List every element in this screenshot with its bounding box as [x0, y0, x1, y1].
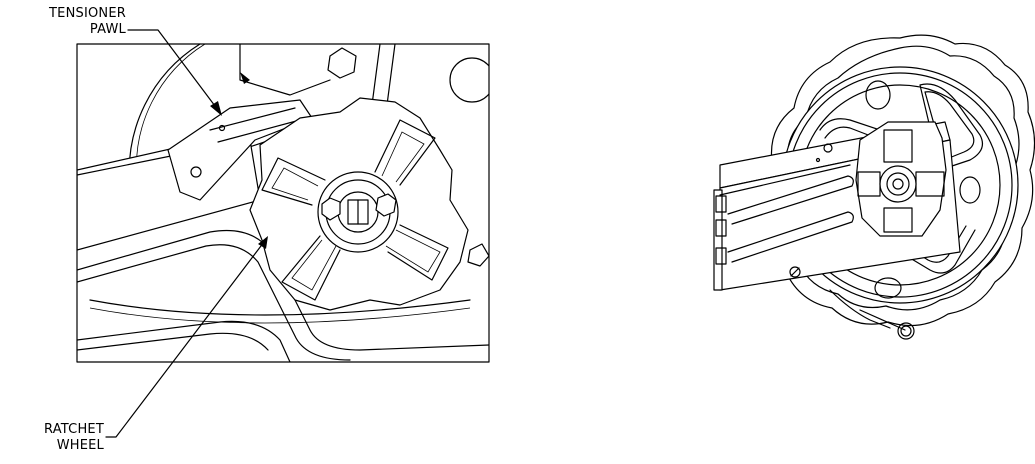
- tensioner-pawl-leader: [127, 29, 219, 111]
- bracket-slot-bottom: [727, 211, 854, 263]
- bracket-screw: [789, 266, 801, 278]
- spring-loop: [897, 322, 915, 340]
- ratchet-wheel-label-line1: RATCHET: [44, 422, 104, 437]
- spring-coil-outer: [761, 34, 1035, 327]
- ratchet-wheel-label: RATCHET WHEEL: [8, 422, 104, 454]
- bracket-slot-top: [727, 175, 854, 225]
- drum-hole: [865, 80, 891, 110]
- spring-coil-middle: [778, 45, 1020, 311]
- hex-boss-top: [327, 47, 357, 79]
- detail-contents: [77, 44, 489, 362]
- ratchet-hub-small: [879, 165, 917, 203]
- ratchet-wheel-leader: [105, 241, 265, 438]
- tensioner-pawl-label-line1: TENSIONER: [49, 6, 126, 21]
- drum-hole-right: [449, 57, 489, 103]
- tensioner-pawl-label: TENSIONER PAWL: [8, 6, 126, 38]
- detail-view: [76, 29, 490, 438]
- detail-frame: [76, 43, 490, 363]
- assembly-view: [713, 34, 1035, 340]
- bracket-flange: [713, 189, 723, 291]
- rotation-arrow-icon: [240, 72, 250, 84]
- ratchet-wheel-label-line2: WHEEL: [56, 438, 104, 453]
- spring-wire: [829, 289, 891, 329]
- tensioner-pawl-label-line2: PAWL: [89, 22, 126, 37]
- pawl-pivot-hole: [190, 166, 202, 178]
